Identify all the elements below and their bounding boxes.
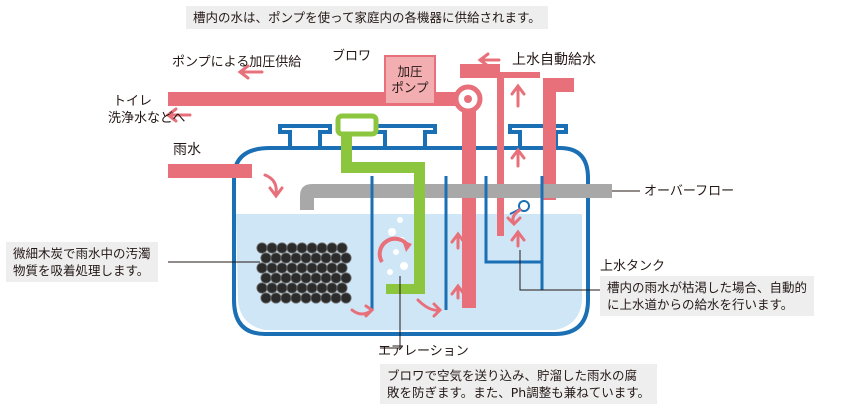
charcoal-note-line-2: 物質を吸着処理します。 <box>13 263 150 278</box>
charcoal-ball <box>280 252 292 264</box>
air-pipe <box>341 134 425 294</box>
charcoal-note: 微細木炭で雨水中の汚濁 物質を吸着処理します。 <box>6 242 158 282</box>
charcoal-ball <box>260 252 272 264</box>
charcoal-ball <box>320 252 332 264</box>
charcoal-ball <box>296 282 308 294</box>
charcoal-ball <box>320 272 332 284</box>
aeration-note-line-2: 敗を防ぎます。また、Ph調整も兼ねています。 <box>387 385 650 400</box>
charcoal-ball <box>326 242 338 254</box>
charcoal-ball <box>270 252 282 264</box>
tap-water-pipe <box>497 72 540 236</box>
overflow-label: オーバーフロー <box>644 184 735 199</box>
charcoal-ball <box>316 262 328 274</box>
tap-note: 槽内の雨水が枯渇した場合、自動的 に上水道からの給水を行います。 <box>600 276 815 316</box>
charcoal-ball <box>306 242 318 254</box>
pump-riser-pipe <box>460 64 500 78</box>
charcoal-ball <box>260 292 272 304</box>
manholes <box>278 124 568 148</box>
charcoal-ball <box>296 262 308 274</box>
float-valve-icon <box>518 200 530 212</box>
charcoal-ball <box>290 292 302 304</box>
charcoal-balls <box>256 242 352 304</box>
charcoal-ball <box>340 292 352 304</box>
toilet-label-1: トイレ <box>113 94 153 109</box>
charcoal-ball <box>330 272 342 284</box>
charcoal-ball <box>276 282 288 294</box>
rainwater-inlet-pipe <box>168 164 252 178</box>
charcoal-ball <box>306 282 318 294</box>
pressure-pump: 加圧 ポンプ <box>384 55 436 105</box>
stored-water <box>236 214 582 330</box>
charcoal-ball <box>296 242 308 254</box>
charcoal-ball <box>266 282 278 294</box>
blower-label: ブロワ <box>332 49 372 64</box>
suction-pipe <box>462 98 476 308</box>
charcoal-ball <box>330 252 342 264</box>
aeration-note: ブロワで空気を送り込み、貯溜した雨水の腐 敗を防ぎます。また、Ph調整も兼ねてい… <box>380 364 657 404</box>
tap-water-inlet-pipe <box>543 78 574 200</box>
charcoal-ball <box>270 292 282 304</box>
aeration-label: エアレーション <box>378 344 469 359</box>
charcoal-ball <box>280 292 292 304</box>
tap-water-tank <box>484 176 544 290</box>
tap-tank-label: 上水タンク <box>600 259 666 274</box>
charcoal-ball <box>266 262 278 274</box>
blower-unit <box>335 113 379 137</box>
charcoal-ball <box>300 252 312 264</box>
pump-note: 槽内の水は、ポンプを使って家庭内の各機器に供給されます。 <box>186 6 548 29</box>
charcoal-ball <box>270 272 282 284</box>
overflow-pipe <box>300 184 612 210</box>
charcoal-ball <box>316 282 328 294</box>
charcoal-ball <box>286 282 298 294</box>
pump-label-1: 加圧 <box>397 64 423 79</box>
charcoal-ball <box>286 262 298 274</box>
charcoal-ball <box>256 262 268 274</box>
pump-pressure-label: ポンプによる加圧供給 <box>172 55 302 70</box>
charcoal-ball <box>326 262 338 274</box>
charcoal-ball <box>336 262 348 274</box>
charcoal-ball <box>286 242 298 254</box>
charcoal-ball <box>310 292 322 304</box>
charcoal-ball <box>280 272 292 284</box>
charcoal-ball <box>256 282 268 294</box>
charcoal-ball <box>300 292 312 304</box>
charcoal-ball <box>310 272 322 284</box>
pump-label-2: ポンプ <box>391 80 429 95</box>
charcoal-ball <box>330 292 342 304</box>
toilet-label-2: 洗浄水などへ <box>108 111 186 126</box>
charcoal-ball <box>266 242 278 254</box>
auto-supply-label: 上水自動給水 <box>512 52 596 68</box>
charcoal-ball <box>320 292 332 304</box>
charcoal-ball <box>306 262 318 274</box>
charcoal-ball <box>316 242 328 254</box>
charcoal-ball <box>336 282 348 294</box>
tap-note-line-2: に上水道からの給水を行います。 <box>607 297 794 312</box>
charcoal-ball <box>340 272 352 284</box>
charcoal-ball <box>290 252 302 264</box>
charcoal-note-line-1: 微細木炭で雨水中の汚濁 <box>13 246 151 261</box>
charcoal-ball <box>260 272 272 284</box>
charcoal-ball <box>300 272 312 284</box>
charcoal-ball <box>256 242 268 254</box>
charcoal-ball <box>276 262 288 274</box>
tap-note-line-1: 槽内の雨水が枯渇した場合、自動的 <box>607 280 808 295</box>
rainwater-label: 雨水 <box>173 142 201 158</box>
charcoal-ball <box>310 252 322 264</box>
aeration-note-line-1: ブロワで空気を送り込み、貯溜した雨水の腐 <box>387 368 638 383</box>
charcoal-ball <box>276 242 288 254</box>
charcoal-ball <box>326 282 338 294</box>
charcoal-ball <box>336 242 348 254</box>
arrow-icon <box>165 52 526 318</box>
charcoal-ball <box>340 252 352 264</box>
charcoal-ball <box>290 272 302 284</box>
